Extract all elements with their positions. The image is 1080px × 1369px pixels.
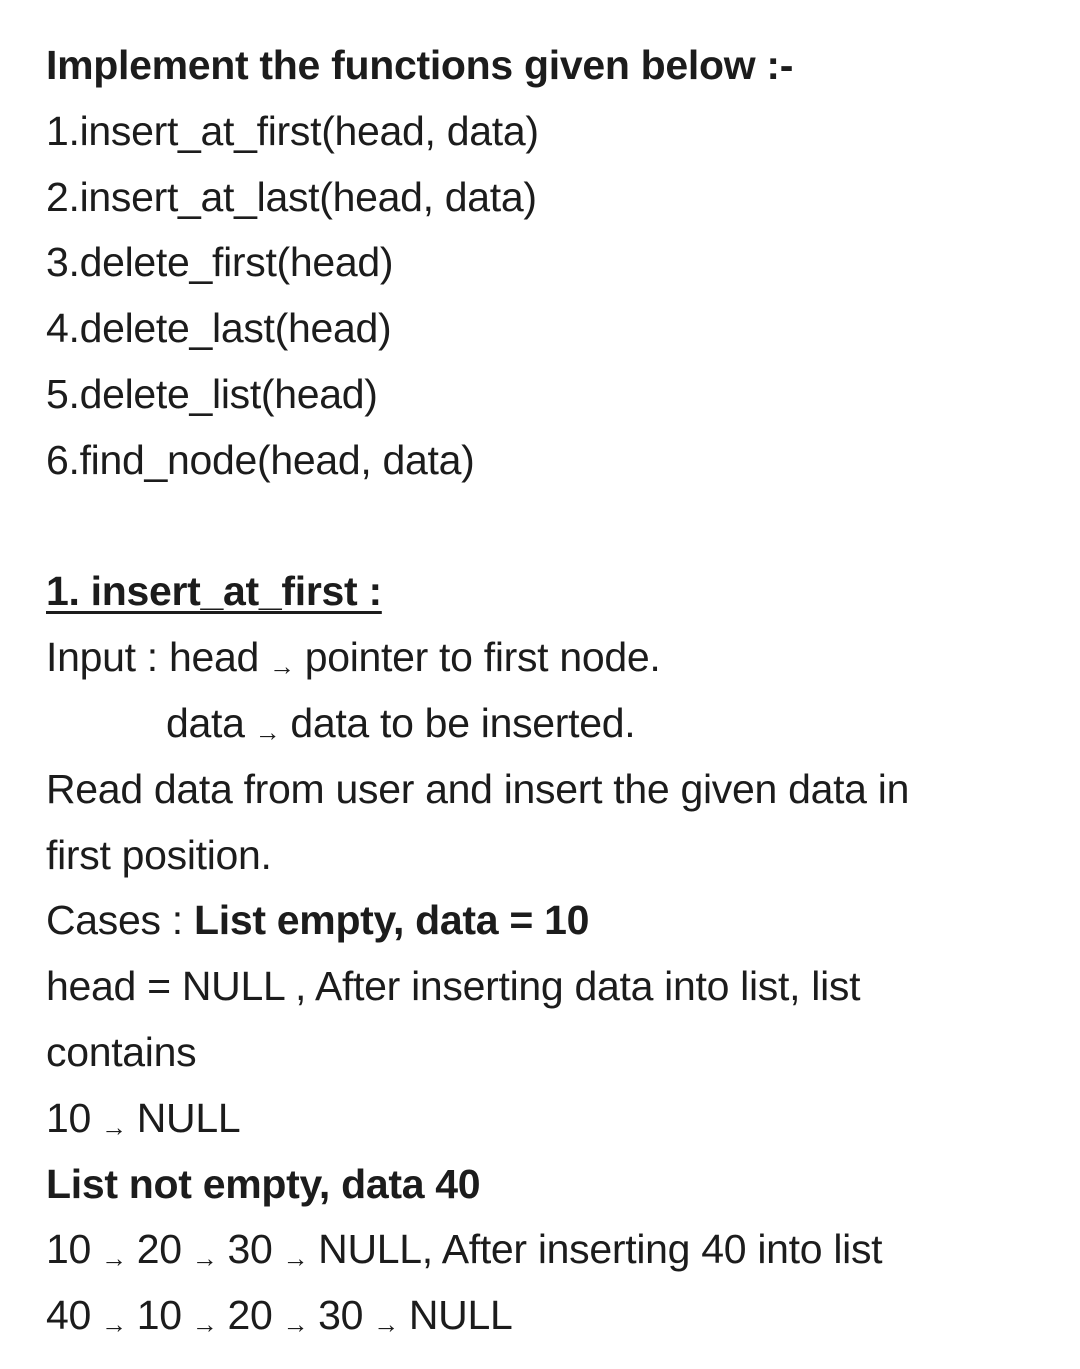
arrow-icon: →	[254, 717, 281, 747]
case1-text: contains	[46, 1029, 197, 1075]
arrow-icon: →	[101, 1309, 127, 1339]
function-item: 3.delete_first(head)	[46, 239, 394, 285]
function-item: 6.find_node(head, data)	[46, 437, 475, 483]
case1-text: head = NULL , After inserting data into …	[46, 963, 861, 1009]
arrow-icon: →	[101, 1112, 127, 1142]
input-head-line: Input : head → pointer to first node.	[46, 632, 661, 687]
case1-title: List empty, data = 10	[194, 897, 590, 943]
input-data-label: data	[166, 700, 245, 746]
function-item: 2.insert_at_last(head, data)	[46, 174, 537, 220]
input-head-desc: pointer to first node.	[304, 634, 661, 680]
arrow-icon: →	[191, 1243, 218, 1273]
case2-after: 40→10→20→30→NULL	[46, 1292, 513, 1339]
heading: Implement the functions given below :-	[46, 42, 794, 88]
function-item: 4.delete_last(head)	[46, 305, 392, 351]
arrow-icon: →	[282, 1243, 309, 1273]
arrow-icon: →	[191, 1309, 218, 1339]
description: Read data from user and insert the given…	[46, 766, 910, 812]
arrow-icon: →	[373, 1309, 399, 1339]
input-data-line: data → data to be inserted.	[166, 698, 636, 753]
cases-label: Cases :	[46, 897, 194, 943]
case2-before: 10→20→30→NULL, After inserting 40 into l…	[46, 1226, 883, 1273]
arrow-icon: →	[101, 1243, 127, 1273]
arrow-icon: →	[282, 1309, 309, 1339]
section-title: 1. insert_at_first :	[46, 568, 382, 614]
function-item: 5.delete_list(head)	[46, 371, 378, 417]
input-data-desc: data to be inserted.	[290, 700, 636, 746]
case2-title: List not empty, data 40	[46, 1161, 481, 1207]
description: first position.	[46, 832, 272, 878]
case1-heading: Cases : List empty, data = 10	[46, 895, 589, 945]
input-label: Input : head	[46, 634, 259, 680]
arrow-icon: →	[268, 651, 295, 681]
case1-result: 10→NULL	[46, 1095, 241, 1142]
function-item: 1.insert_at_first(head, data)	[46, 108, 539, 154]
